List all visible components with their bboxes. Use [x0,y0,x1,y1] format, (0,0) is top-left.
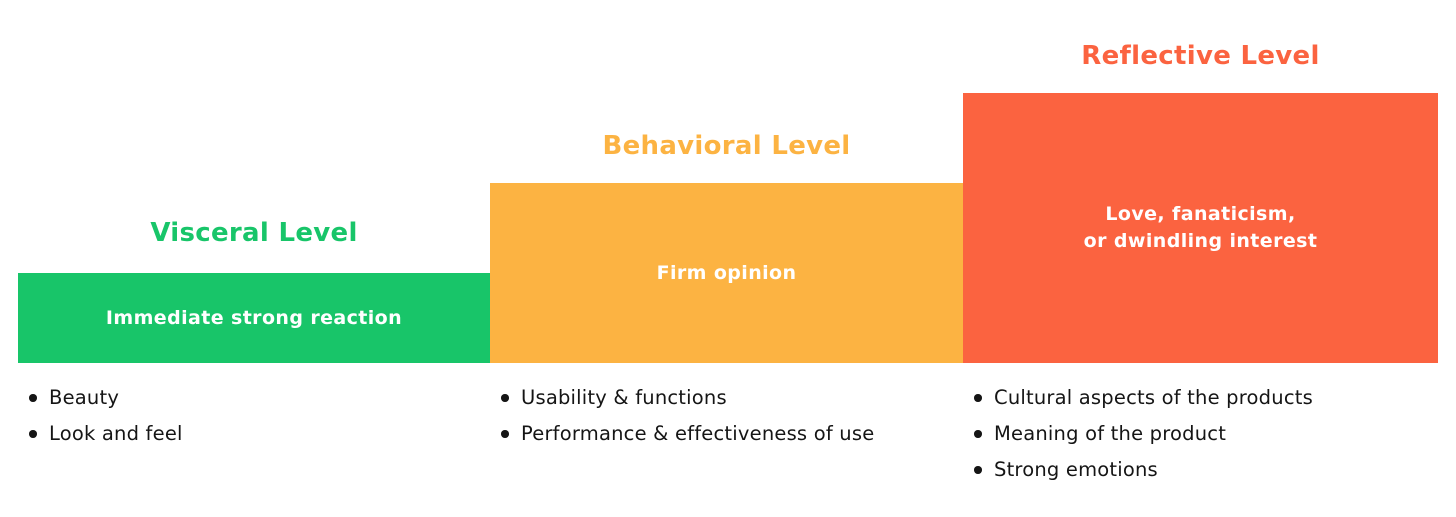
visceral-bullet-list: Beauty Look and feel [29,380,183,452]
list-item: Beauty [29,380,183,416]
list-item: Usability & functions [501,380,874,416]
visceral-block-label: Immediate strong reaction [105,306,403,329]
reflective-bullet-list: Cultural aspects of the products Meaning… [974,380,1313,488]
reflective-level-title: Reflective Level [1081,41,1320,71]
list-item: Strong emotions [974,452,1313,488]
list-item: Performance & effectiveness of use [501,416,874,452]
visceral-level-block: Immediate strong reaction [18,273,490,363]
behavioral-bullet-list: Usability & functions Performance & effe… [501,380,874,452]
reflective-level-block: Love, fanaticism, or dwindling interest [963,93,1438,363]
behavioral-block-label: Firm opinion [656,261,797,284]
behavioral-level-block: Firm opinion [490,183,963,363]
list-item: Look and feel [29,416,183,452]
behavioral-level-title: Behavioral Level [602,131,851,161]
visceral-level-title: Visceral Level [150,218,358,248]
reflective-block-label: Love, fanaticism, or dwindling interest [1083,203,1318,252]
list-item: Meaning of the product [974,416,1313,452]
list-item: Cultural aspects of the products [974,380,1313,416]
